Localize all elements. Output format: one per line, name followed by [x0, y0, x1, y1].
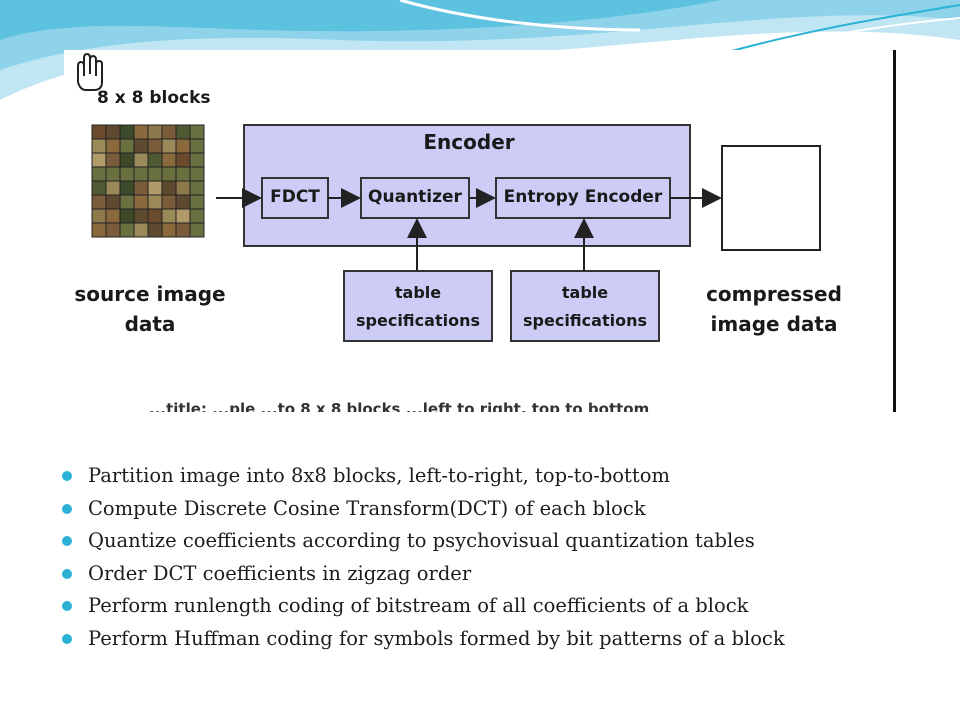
mosaic-cell	[161, 166, 177, 182]
mosaic-cell	[105, 166, 121, 182]
mosaic-cell	[133, 222, 149, 238]
diagram-graphics	[77, 52, 821, 342]
jpeg-encoder-diagram: 8 x 8 blocks Encoder FDCT Quantizer Entr…	[64, 50, 896, 412]
mosaic-cell	[133, 208, 149, 224]
mosaic-cell	[175, 180, 191, 196]
fdct-box	[261, 177, 329, 219]
mosaic-cell	[91, 208, 107, 224]
mosaic-cell	[161, 180, 177, 196]
table-spec-1-line1: table	[394, 283, 442, 302]
mosaic-cell	[91, 194, 107, 210]
mosaic-cell	[119, 166, 135, 182]
mosaic-cell	[175, 194, 191, 210]
mosaic-cell	[175, 208, 191, 224]
source-image-label-line1: source image	[74, 282, 226, 306]
mosaic-cell	[119, 152, 135, 168]
mosaic-cell	[105, 222, 121, 238]
mosaic-cell	[189, 180, 205, 196]
fdct-label: FDCT	[270, 187, 320, 207]
bullet-item: Compute Discrete Cosine Transform(DCT) o…	[60, 493, 950, 526]
mosaic-cell	[147, 222, 163, 238]
mosaic-cell	[175, 138, 191, 154]
bullet-item: Perform runlength coding of bitstream of…	[60, 590, 950, 623]
mosaic-cell	[133, 152, 149, 168]
mosaic-cell	[189, 124, 205, 140]
bullet-item: Quantize coefficients according to psych…	[60, 525, 950, 558]
mosaic-cell	[105, 138, 121, 154]
table-spec-box-2	[510, 270, 660, 342]
hand-cursor-icon	[77, 52, 103, 91]
mosaic-cell	[161, 138, 177, 154]
mosaic-cell	[133, 124, 149, 140]
mosaic-cell	[119, 138, 135, 154]
mosaic-cell	[175, 124, 191, 140]
mosaic-cell	[175, 166, 191, 182]
mosaic-cell	[175, 152, 191, 168]
mosaic-cell	[161, 194, 177, 210]
mosaic-cell	[147, 166, 163, 182]
compressed-label-line1: compressed	[706, 282, 842, 306]
mosaic-cell	[91, 180, 107, 196]
mosaic-cell	[133, 138, 149, 154]
mosaic-cell	[105, 208, 121, 224]
mosaic-cell	[189, 152, 205, 168]
mosaic-cell	[105, 180, 121, 196]
bullet-item: Partition image into 8x8 blocks, left-to…	[60, 460, 950, 493]
cropped-caption: ...title: ...ple ...to 8 x 8 blocks ...l…	[149, 400, 650, 412]
mosaic-cell	[189, 222, 205, 238]
entropy-encoder-label: Entropy Encoder	[503, 187, 663, 207]
mosaic-cell	[119, 194, 135, 210]
mosaic-cell	[119, 180, 135, 196]
table-spec-2-line1: table	[561, 283, 609, 302]
mosaic-cell	[189, 138, 205, 154]
mosaic-cell	[147, 152, 163, 168]
mosaic-cell	[161, 124, 177, 140]
mosaic-cell	[175, 222, 191, 238]
compressed-output-box	[721, 145, 821, 251]
mosaic-cell	[91, 166, 107, 182]
mosaic-cell	[189, 208, 205, 224]
mosaic-cell	[133, 194, 149, 210]
mosaic-cell	[133, 166, 149, 182]
mosaic-cell	[119, 208, 135, 224]
encoder-title: Encoder	[423, 130, 515, 154]
mosaic-cell	[105, 124, 121, 140]
source-image-blocks	[91, 124, 205, 238]
mosaic-cell	[105, 194, 121, 210]
mosaic-cell	[189, 166, 205, 182]
table-spec-2-line2: specifications	[523, 311, 647, 330]
bullet-list: Partition image into 8x8 blocks, left-to…	[60, 460, 950, 655]
mosaic-cell	[147, 180, 163, 196]
mosaic-cell	[133, 180, 149, 196]
mosaic-cell	[91, 152, 107, 168]
mosaic-cell	[189, 194, 205, 210]
quantizer-label: Quantizer	[368, 187, 462, 207]
mosaic-cell	[91, 138, 107, 154]
mosaic-cell	[147, 194, 163, 210]
bullet-item: Order DCT coefficients in zigzag order	[60, 558, 950, 591]
compressed-label-line2: image data	[710, 312, 838, 336]
mosaic-cell	[91, 222, 107, 238]
mosaic-cell	[119, 222, 135, 238]
mosaic-cell	[147, 208, 163, 224]
mosaic-cell	[105, 152, 121, 168]
mosaic-cell	[161, 152, 177, 168]
blocks-label: 8 x 8 blocks	[97, 88, 211, 108]
table-spec-box-1	[343, 270, 493, 342]
mosaic-cell	[147, 138, 163, 154]
table-spec-1-line2: specifications	[356, 311, 480, 330]
mosaic-cell	[119, 124, 135, 140]
figure-border	[893, 50, 896, 412]
mosaic-cell	[91, 124, 107, 140]
source-image-label-line2: data	[124, 312, 176, 336]
mosaic-cell	[161, 208, 177, 224]
entropy-encoder-box	[495, 177, 671, 219]
mosaic-cell	[147, 124, 163, 140]
bullet-item: Perform Huffman coding for symbols forme…	[60, 623, 950, 656]
mosaic-cell	[161, 222, 177, 238]
